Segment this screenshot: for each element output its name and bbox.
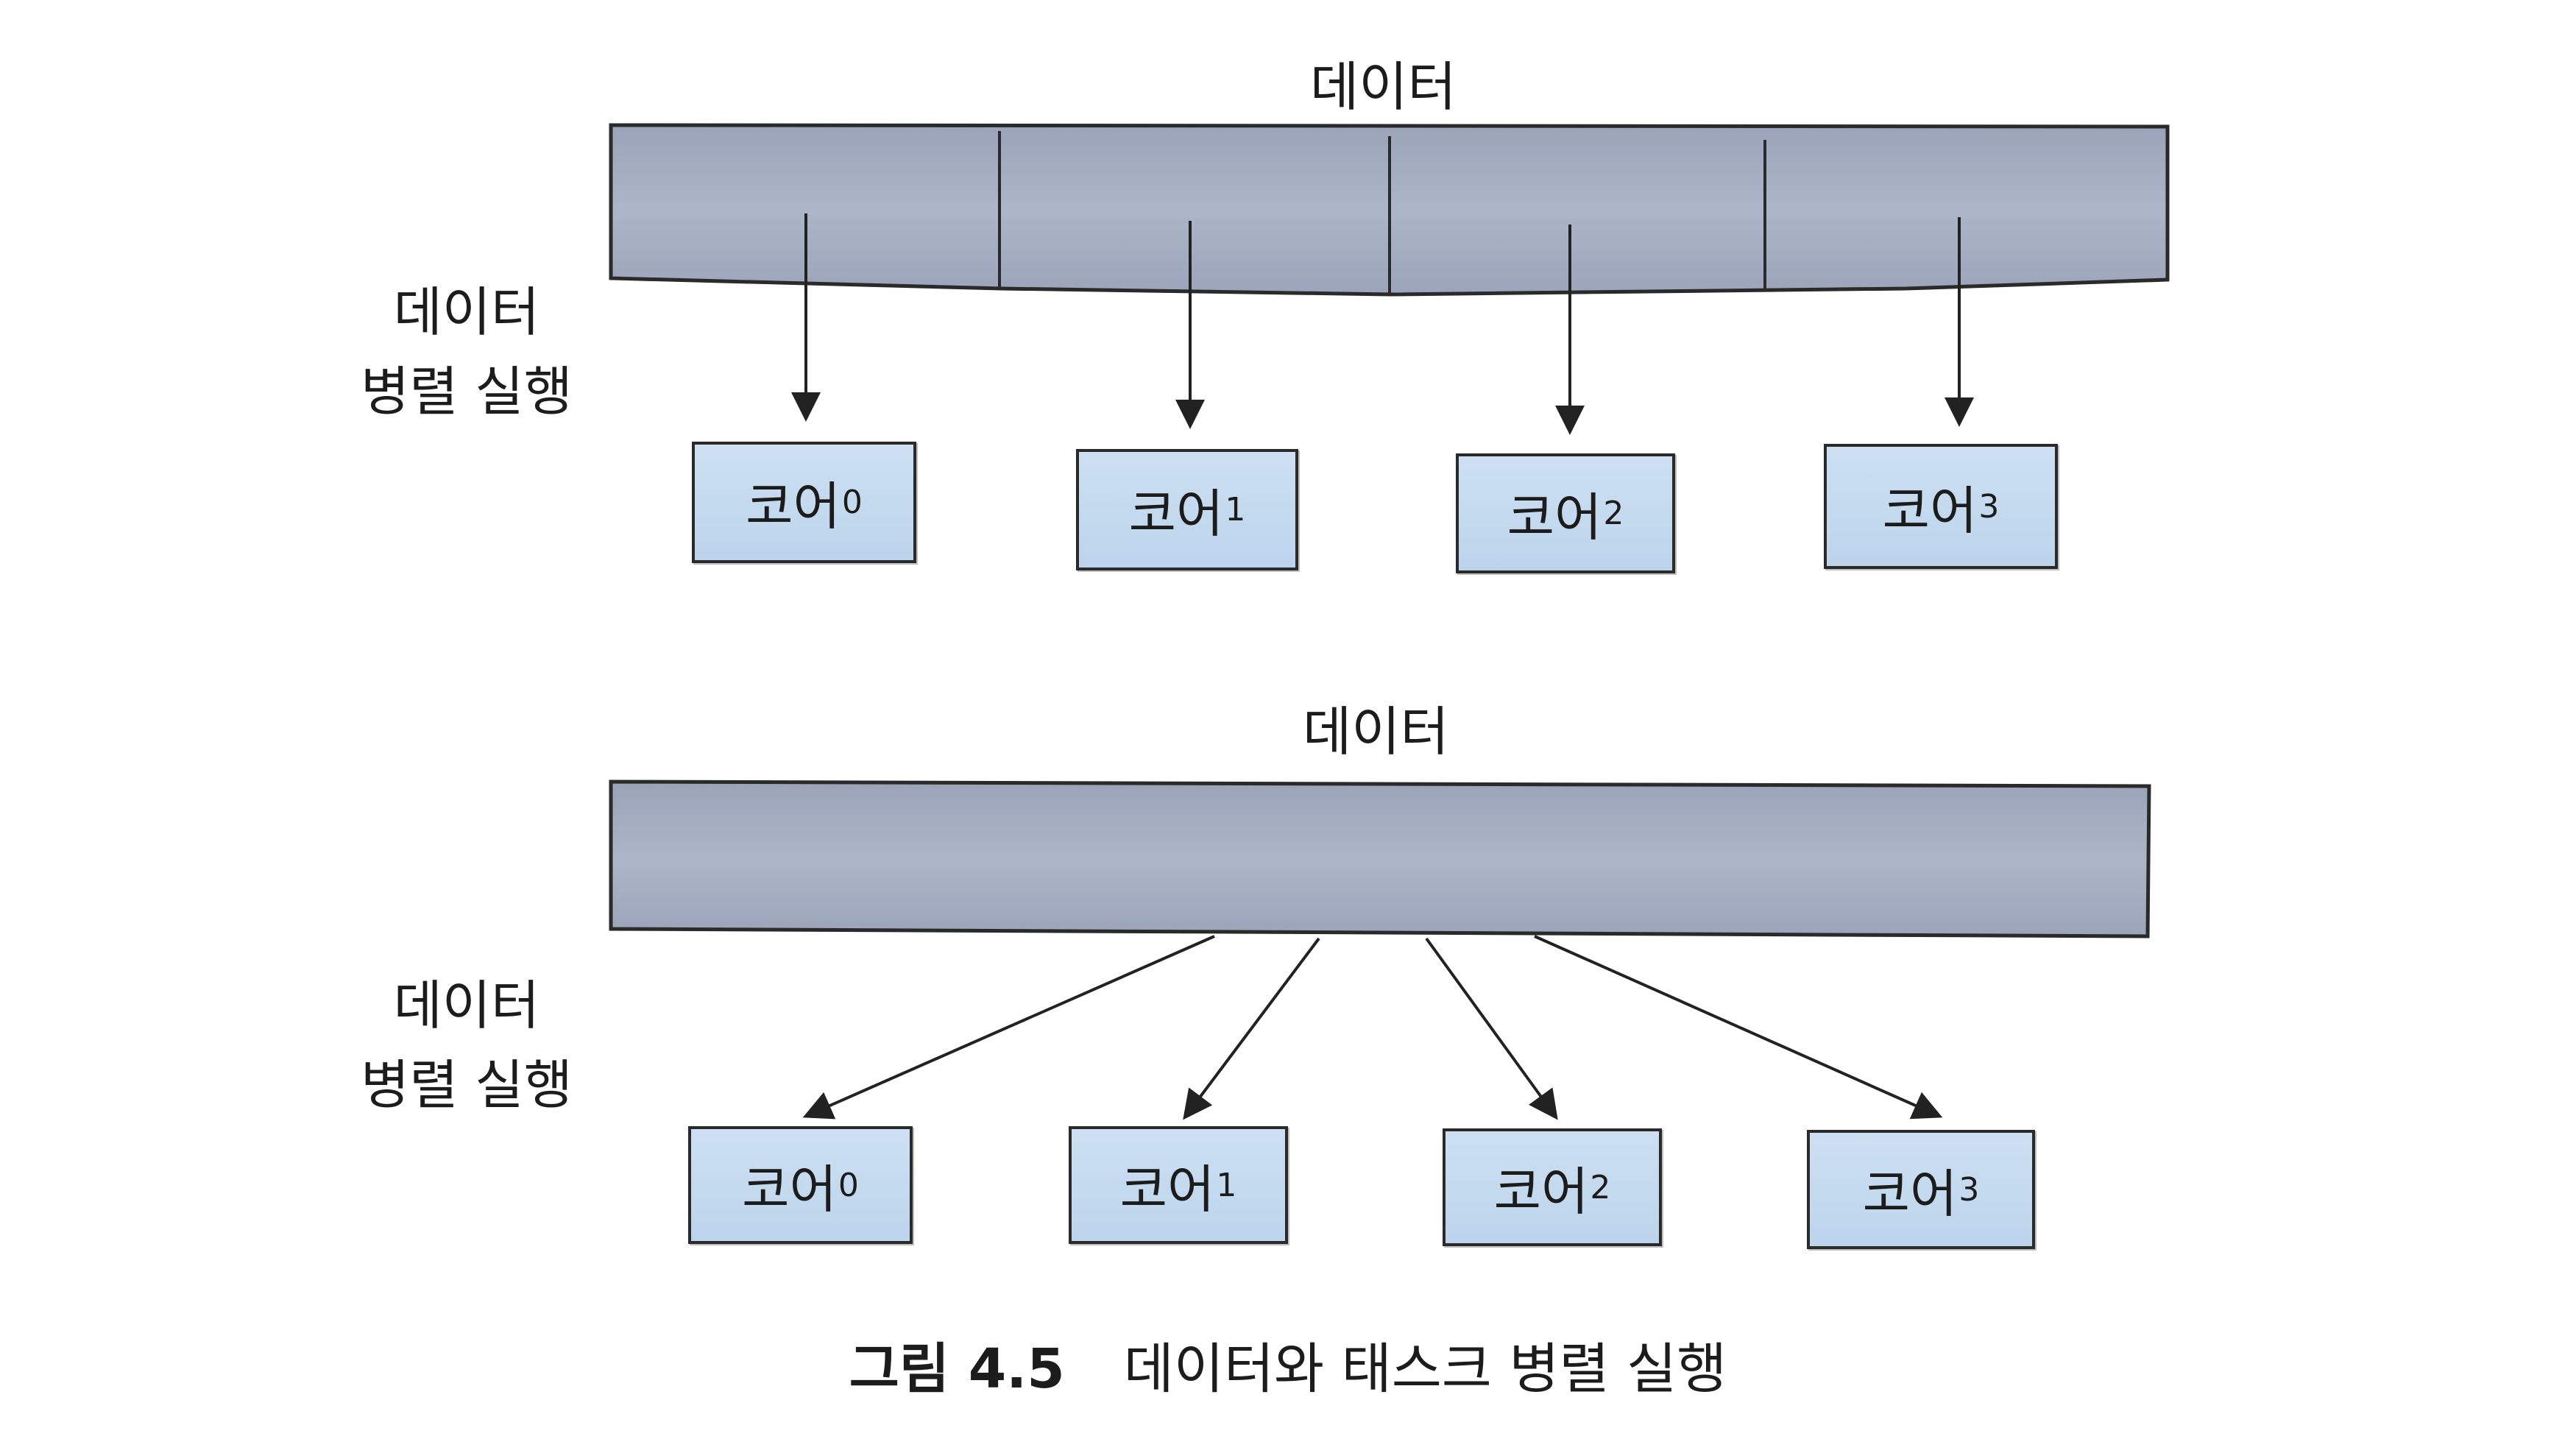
core-label: 코어 — [1493, 1161, 1589, 1222]
core-subscript: 3 — [1978, 487, 2000, 526]
bottom-side-label-line1: 데이터 — [393, 975, 540, 1036]
bottom-data-label: 데이터 — [1303, 701, 1449, 763]
top-side-label-line1: 데이터 — [393, 281, 540, 343]
figure-caption: 그림 4.5 데이터와 태스크 병렬 실행 — [0, 1325, 2576, 1404]
top-data-label: 데이터 — [1310, 56, 1457, 118]
core-label: 코어 — [1128, 484, 1224, 544]
bottom-arrow — [802, 935, 1215, 1120]
bottom-side-label-line2: 병렬 실행 — [361, 1054, 573, 1116]
core-subscript: 2 — [1590, 1168, 1611, 1206]
bottom-arrow — [1534, 935, 1943, 1120]
core-subscript: 2 — [1603, 495, 1624, 532]
core-subscript: 0 — [841, 484, 863, 521]
core-subscript: 1 — [1225, 491, 1246, 528]
core-label: 코어 — [1882, 480, 1978, 541]
core-subscript: 0 — [838, 1166, 859, 1204]
bottom-arrow — [1183, 937, 1320, 1120]
core-label: 코어 — [746, 476, 841, 537]
bottom-arrow — [1425, 937, 1558, 1120]
top-side-label: 데이터 병렬 실행 — [361, 272, 573, 431]
core-label: 코어 — [742, 1159, 837, 1220]
core-label: 코어 — [1119, 1159, 1215, 1220]
core-label: 코어 — [1507, 487, 1602, 548]
bottom-side-label: 데이터 병렬 실행 — [361, 966, 573, 1125]
core-subscript: 1 — [1216, 1166, 1237, 1204]
core-label: 코어 — [1862, 1163, 1958, 1224]
top-side-label-line2: 병렬 실행 — [361, 361, 573, 423]
core-subscript: 3 — [1958, 1170, 1980, 1209]
bottom-data-bar — [609, 779, 2151, 938]
figure-number: 그림 4.5 — [849, 1337, 1065, 1401]
figure-caption-text: 데이터와 태스크 병렬 실행 — [1123, 1337, 1727, 1401]
